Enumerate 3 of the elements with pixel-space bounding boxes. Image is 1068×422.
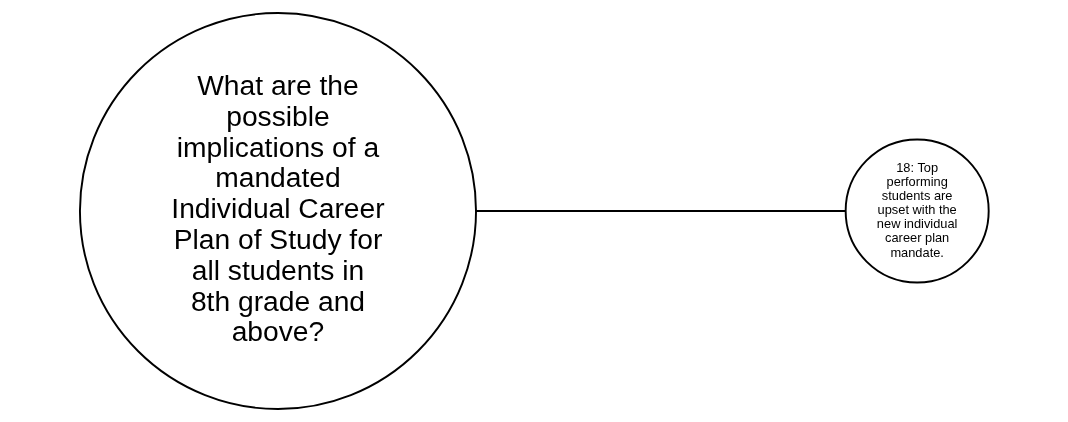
node-circle: 18: Top performing students are upset with the new individual career plan mandate. xyxy=(844,138,990,284)
connector xyxy=(474,210,846,212)
node-circle: What are the possible implications of a mandated Individual Career Plan of Study for all students in 8th grade and above? xyxy=(78,12,477,410)
